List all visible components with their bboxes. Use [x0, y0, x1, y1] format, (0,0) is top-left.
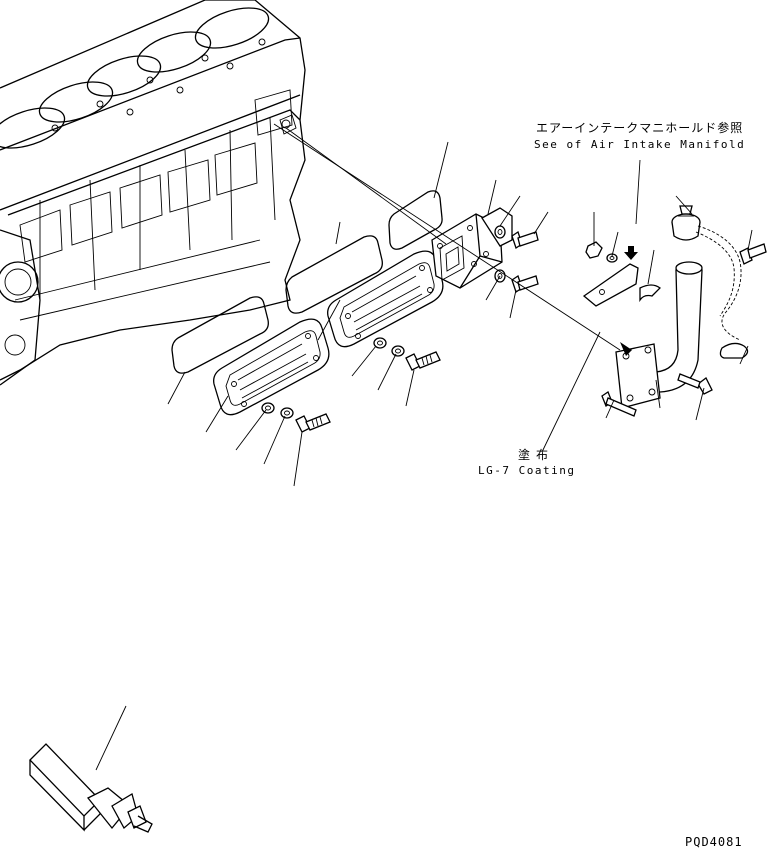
side-cover-front — [327, 250, 444, 348]
flange-bolts — [601, 373, 713, 417]
side-cover-gasket-front — [285, 235, 383, 314]
coating-note-english: LG-7 Coating — [478, 464, 576, 477]
chain-clip — [719, 342, 749, 359]
breather-gasket — [388, 190, 443, 250]
rear-cover-hardware — [261, 402, 331, 433]
front-cover-hardware — [373, 337, 441, 371]
leader-lines — [95, 123, 753, 771]
filler-cap — [671, 205, 701, 241]
coating-note-japanese: 塗布 — [518, 448, 555, 462]
reference-note-english: See of Air Intake Manifold — [534, 138, 746, 151]
oil-filler-pipe — [615, 261, 703, 409]
engine-block — [0, 0, 306, 386]
bracket-nut-washer — [585, 241, 618, 263]
breather-housing — [431, 207, 513, 289]
breather-bolts — [494, 225, 539, 294]
cap-chain — [695, 225, 742, 341]
side-cover-gasket-rear — [171, 296, 269, 374]
drawing-number: PQD4081 — [685, 835, 743, 849]
pipe-bracket — [582, 246, 661, 307]
special-tool — [29, 743, 153, 833]
side-cover-rear — [213, 318, 330, 416]
reference-note-japanese: エアーインテークマニホールド参照 — [536, 121, 744, 135]
chain-bolt — [739, 243, 767, 265]
